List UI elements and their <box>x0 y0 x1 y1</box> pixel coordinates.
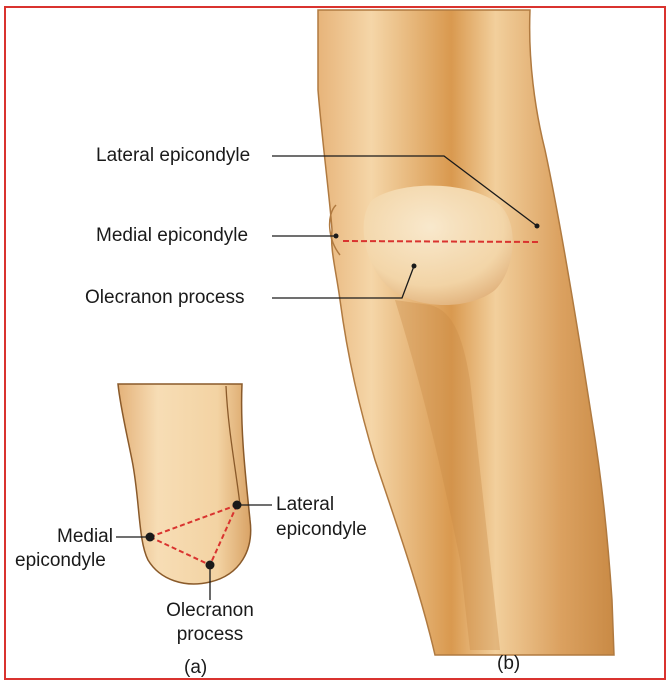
olecranon-process-label: Olecranon process <box>85 287 244 309</box>
small-lateral-label-line2: epicondyle <box>276 519 367 541</box>
small-medial-label-line1: Medial <box>57 526 113 548</box>
arm-illustration-b <box>272 10 614 655</box>
small-olecranon-label-line2: process <box>150 624 270 646</box>
arm-illustration-a <box>116 384 272 600</box>
small-olecranon-label-line1: Olecranon <box>150 600 270 622</box>
caption-a: (a) <box>184 657 207 679</box>
small-lateral-label-line1: Lateral <box>276 494 334 516</box>
small-arm-silhouette <box>118 384 251 584</box>
lateral-epicondyle-label: Lateral epicondyle <box>96 145 250 167</box>
small-medial-label-line2: epicondyle <box>15 550 106 572</box>
caption-b: (b) <box>497 653 520 675</box>
medial-epicondyle-label: Medial epicondyle <box>96 225 248 247</box>
